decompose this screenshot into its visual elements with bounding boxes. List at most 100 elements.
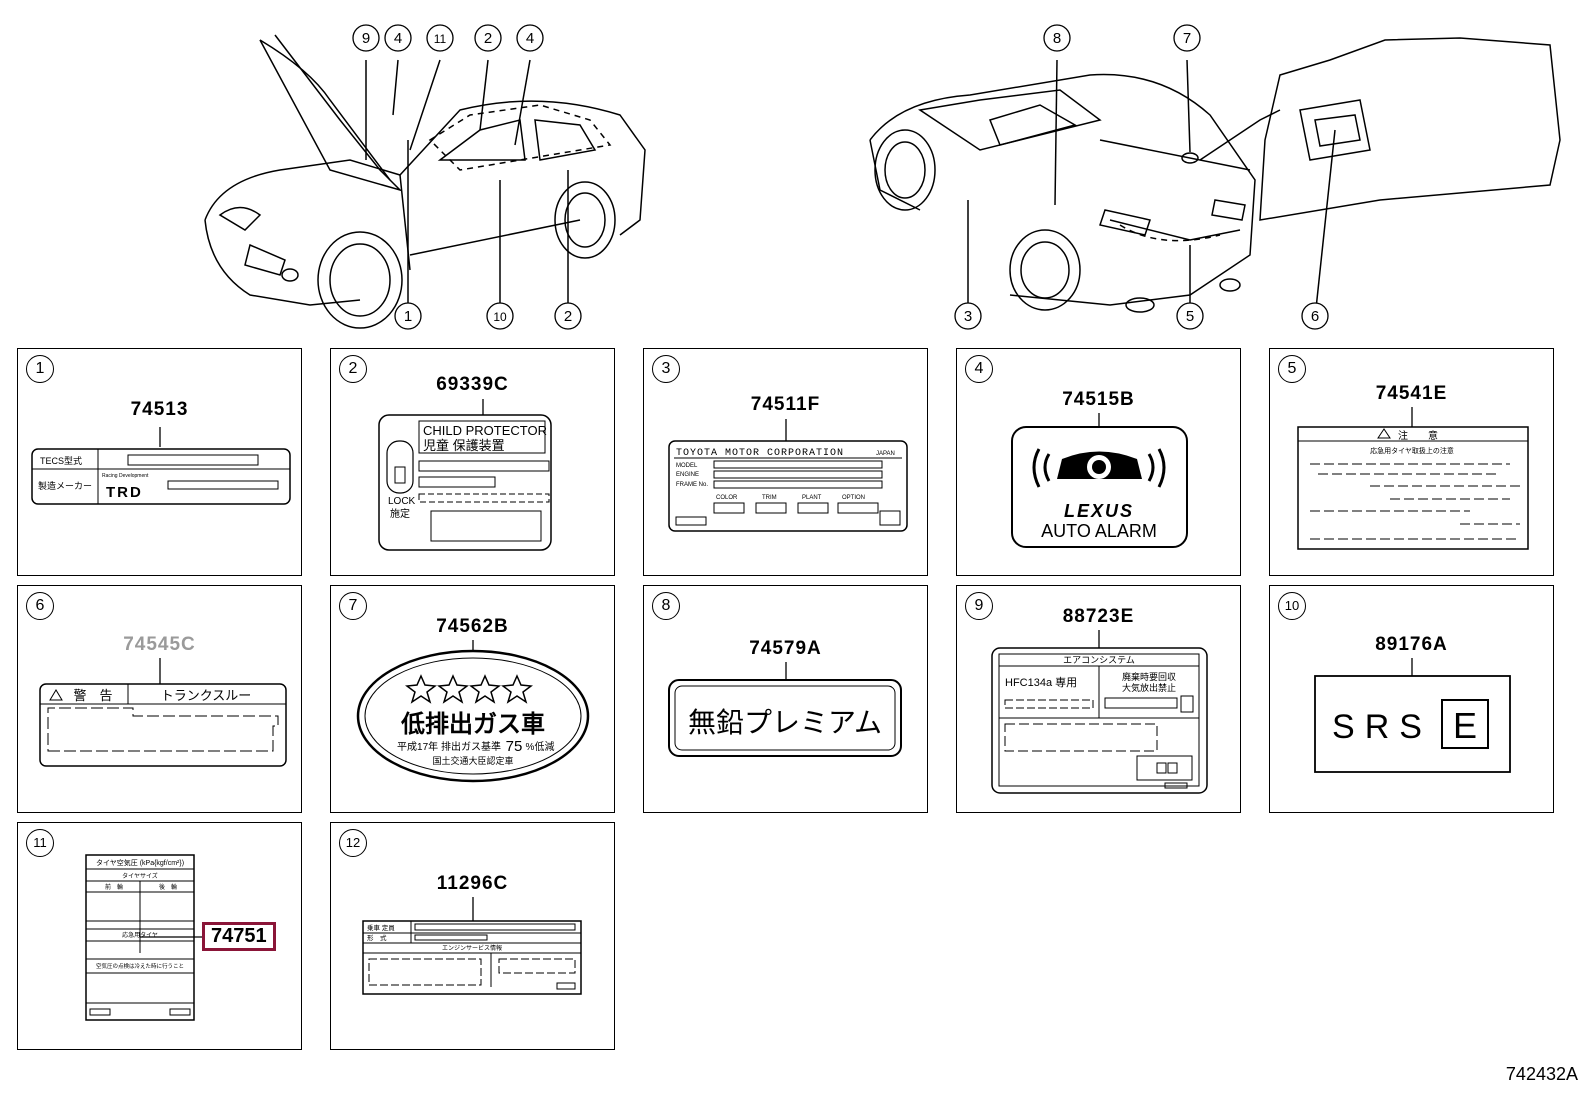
front-callout-text: 1 xyxy=(404,308,412,325)
label-text: SRS xyxy=(1332,708,1432,746)
front-callout-1: 1 xyxy=(394,302,422,330)
label-illustration: 低排出ガス車 平成17年 排出ガス基準 75 %低減 国土交通大臣認定車 xyxy=(356,640,590,783)
part-number[interactable]: 69339C xyxy=(436,374,509,395)
panel-callout: 6 xyxy=(26,592,54,620)
label-illustration: 警 告 トランクスルー xyxy=(39,658,287,767)
front-callout-4b: 4 xyxy=(516,24,544,52)
label-illustration: 乗車 定員 形 式 エンジンサービス情報 xyxy=(362,897,582,995)
panel-callout: 5 xyxy=(1278,355,1306,383)
rear-callout-3: 3 xyxy=(954,302,982,330)
front-callout-text: 9 xyxy=(362,30,370,47)
panel-3[interactable]: 3 74511F TOYOTA MOTOR CORPORATION JAPAN … xyxy=(643,348,928,576)
panel-callout: 9 xyxy=(965,592,993,620)
part-number[interactable]: 89176A xyxy=(1375,634,1448,655)
label-text: 警 告 xyxy=(73,688,112,703)
rear-callout-5: 5 xyxy=(1176,302,1204,330)
label-text: 前 輪 xyxy=(105,883,123,891)
label-illustration: TOYOTA MOTOR CORPORATION JAPAN MODEL ENG… xyxy=(668,419,908,532)
part-number[interactable]: 74541E xyxy=(1375,383,1448,404)
part-number[interactable]: 11296C xyxy=(436,873,509,894)
label-text: 低排出ガス車 xyxy=(400,711,545,738)
panel-10[interactable]: 10 89176A SRS E xyxy=(1269,585,1554,813)
label-illustration: LEXUS AUTO ALARM xyxy=(1011,413,1188,548)
panel-8[interactable]: 8 74579A 無鉛プレミアム xyxy=(643,585,928,813)
front-callout-text: 2 xyxy=(564,308,572,325)
front-callout-11: 11 xyxy=(426,24,454,52)
label-text: %低減 xyxy=(526,740,555,753)
part-number-highlighted[interactable]: 74751 xyxy=(202,922,276,951)
label-text: エンジンサービス情報 xyxy=(442,944,502,952)
label-text: Racing Development xyxy=(102,473,149,479)
panel-11[interactable]: 11 タイヤ空気圧 (kPa{kgf/cm²}) タイヤサイズ 前 輪 後 輪 … xyxy=(17,822,302,1050)
label-text: ENGINE xyxy=(676,472,699,478)
panel-9[interactable]: 9 88723E エアコンシステム HFC134a 専用 廃棄時要回収 大気放出… xyxy=(956,585,1241,813)
panel-6[interactable]: 6 74545C 警 告 トランクスルー xyxy=(17,585,302,813)
label-text: LEXUS xyxy=(1064,501,1134,521)
panel-7[interactable]: 7 74562B 低排出ガス車 平成17年 排出ガス基準 75 %低減 国土交通… xyxy=(330,585,615,813)
label-text: HFC134a 専用 xyxy=(1005,676,1077,689)
alarm-car-icon xyxy=(1032,448,1166,488)
panel-callout: 11 xyxy=(26,829,54,857)
label-illustration: TECS型式 製造メーカー Racing Development TRD xyxy=(31,427,291,505)
label-text: JAPAN xyxy=(876,451,895,457)
rear-car-illustration: 8 7 3 5 6 xyxy=(869,24,1561,330)
label-text: タイヤ空気圧 (kPa{kgf/cm²}) xyxy=(96,858,184,867)
label-text: 児童 保護装置 xyxy=(423,438,505,453)
label-text: 国土交通大臣認定車 xyxy=(432,755,513,766)
rear-callout-text: 6 xyxy=(1311,308,1319,325)
front-callout-text: 4 xyxy=(394,30,402,47)
part-number[interactable]: 74562B xyxy=(436,616,509,637)
label-text: 大気放出禁止 xyxy=(1122,682,1176,693)
front-callout-text: 10 xyxy=(493,310,507,324)
part-number[interactable]: 74515B xyxy=(1062,389,1135,410)
label-text: 無鉛プレミアム xyxy=(688,707,882,738)
rear-callout-text: 7 xyxy=(1183,30,1191,47)
front-callout-2a: 2 xyxy=(474,24,502,52)
rear-callout-7: 7 xyxy=(1173,24,1201,52)
front-callout-2b: 2 xyxy=(554,302,582,330)
label-text: TOYOTA MOTOR CORPORATION xyxy=(676,448,844,459)
panel-callout: 12 xyxy=(339,829,367,857)
label-illustration: エアコンシステム HFC134a 専用 廃棄時要回収 大気放出禁止 xyxy=(991,630,1208,794)
panel-callout: 10 xyxy=(1278,592,1306,620)
label-text: TRD xyxy=(106,484,143,501)
panel-2[interactable]: 2 69339C CHILD PROTECTOR 児童 保護装置 LOCK 施定 xyxy=(330,348,615,576)
label-text: トランクスルー xyxy=(161,688,252,703)
label-text: OPTION xyxy=(842,495,865,501)
part-number[interactable]: 74545C xyxy=(123,634,196,655)
label-text: TRIM xyxy=(762,495,777,501)
front-callout-text: 4 xyxy=(526,30,534,47)
label-illustration: CHILD PROTECTOR 児童 保護装置 LOCK 施定 xyxy=(378,399,552,551)
warning-icon xyxy=(49,689,63,701)
front-callout-10: 10 xyxy=(486,302,514,330)
label-text: E xyxy=(1453,705,1477,746)
label-text: 製造メーカー xyxy=(38,480,92,491)
label-text: COLOR xyxy=(716,495,738,501)
label-text: 平成17年 排出ガス基準 xyxy=(397,740,501,753)
label-text: TECS型式 xyxy=(40,455,82,466)
part-number[interactable]: 88723E xyxy=(1062,606,1135,627)
rear-callout-text: 8 xyxy=(1053,30,1061,47)
label-text: タイヤサイズ xyxy=(122,872,158,880)
label-text: 応急用タイヤ xyxy=(122,931,158,939)
front-callout-9: 9 xyxy=(352,24,380,52)
warning-icon xyxy=(1377,428,1391,439)
front-callout-4a: 4 xyxy=(384,24,412,52)
star-icons xyxy=(405,674,533,704)
part-number[interactable]: 74513 xyxy=(130,399,189,420)
panel-1[interactable]: 1 74513 TECS型式 製造メーカー Racing Development… xyxy=(17,348,302,576)
panel-5[interactable]: 5 74541E 注 意 応急用タイヤ取扱上の注意 xyxy=(1269,348,1554,576)
rear-callout-8: 8 xyxy=(1043,24,1071,52)
label-text: CHILD PROTECTOR xyxy=(423,423,547,438)
panel-12[interactable]: 12 11296C 乗車 定員 形 式 エンジンサービス情報 xyxy=(330,822,615,1050)
part-number[interactable]: 74511F xyxy=(750,394,821,415)
label-illustration: SRS E xyxy=(1314,658,1511,773)
label-text: 後 輪 xyxy=(159,883,177,891)
label-text: MODEL xyxy=(676,463,698,469)
front-callout-text: 2 xyxy=(484,30,492,47)
front-car-illustration: 9 4 11 2 4 1 10 2 xyxy=(204,24,646,330)
label-text: エアコンシステム xyxy=(1063,655,1135,665)
label-text: FRAME No. xyxy=(676,482,708,488)
panel-4[interactable]: 4 74515B LEXUS AUTO ALARM xyxy=(956,348,1241,576)
part-number[interactable]: 74579A xyxy=(749,638,822,659)
